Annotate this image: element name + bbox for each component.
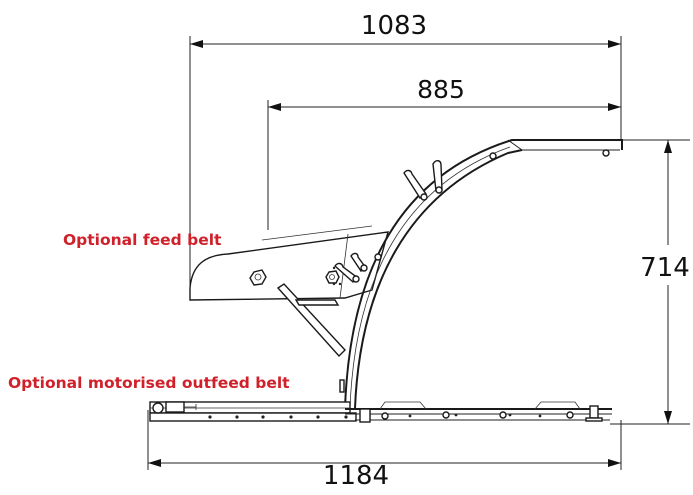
lever-handle xyxy=(350,252,368,272)
machine-base xyxy=(345,401,612,423)
dimension-1184: 1184 xyxy=(147,410,622,491)
dimension-714: 714 xyxy=(610,139,693,425)
dimension-label-1184: 1184 xyxy=(323,461,389,491)
lever-handle xyxy=(334,262,360,283)
curved-hood xyxy=(344,139,623,409)
dimension-label-1083: 1083 xyxy=(361,11,427,41)
dimension-label-714: 714 xyxy=(640,253,690,283)
support-strut xyxy=(276,283,346,358)
callout-outfeed-belt: Optional motorised outfeed belt xyxy=(8,374,290,392)
machine-side-view xyxy=(149,139,623,423)
feed-hopper xyxy=(189,231,389,301)
callout-feed-belt: Optional feed belt xyxy=(63,231,222,249)
dimension-885: 885 xyxy=(267,75,622,230)
hopper-knob xyxy=(249,269,267,286)
lever-handle xyxy=(432,160,443,194)
hopper-knob xyxy=(325,270,340,284)
dimension-label-885: 885 xyxy=(417,75,465,104)
lever-handle xyxy=(403,169,428,201)
outfeed-belt xyxy=(149,401,357,422)
dimension-1083: 1083 xyxy=(189,11,622,300)
